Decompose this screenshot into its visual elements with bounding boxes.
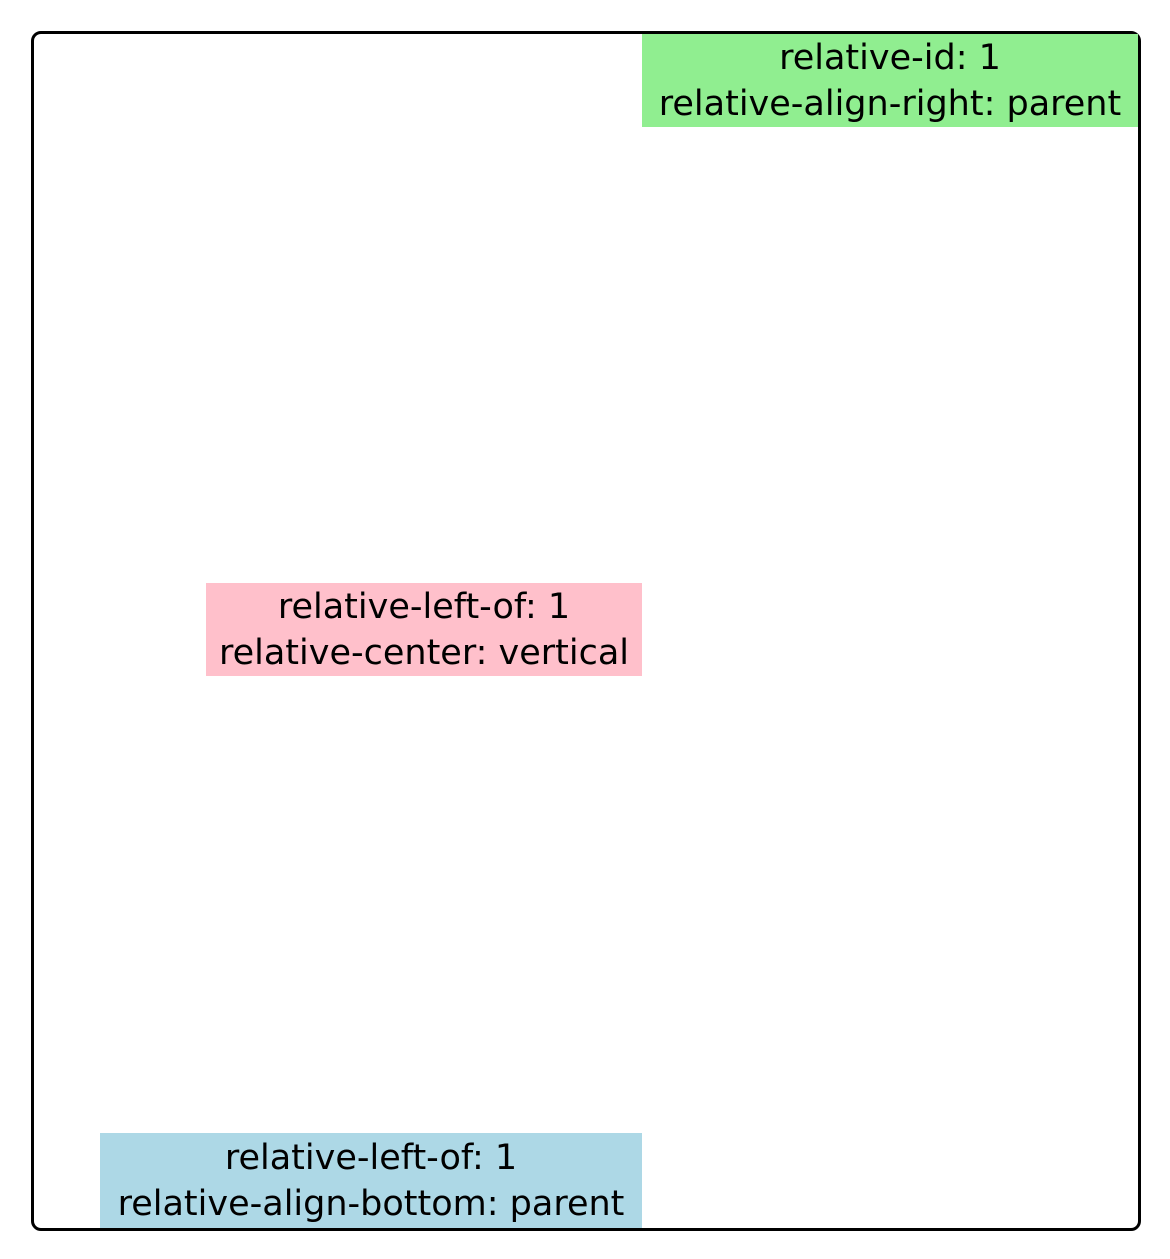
pink-box-line-1: relative-left-of: 1	[277, 586, 571, 627]
pink-box-line-2: relative-center: vertical	[218, 632, 630, 673]
blue-box-line-2: relative-align-bottom: parent	[117, 1183, 625, 1224]
pink-box: relative-left-of: 1 relative-center: ver…	[206, 583, 642, 676]
green-box-line-1: relative-id: 1	[779, 37, 1001, 78]
parent-container: relative-id: 1 relative-align-right: par…	[31, 31, 1141, 1231]
blue-box: relative-left-of: 1 relative-align-botto…	[100, 1133, 642, 1228]
blue-box-line-1: relative-left-of: 1	[224, 1137, 518, 1178]
green-box: relative-id: 1 relative-align-right: par…	[642, 34, 1138, 127]
green-box-line-2: relative-align-right: parent	[658, 83, 1122, 124]
